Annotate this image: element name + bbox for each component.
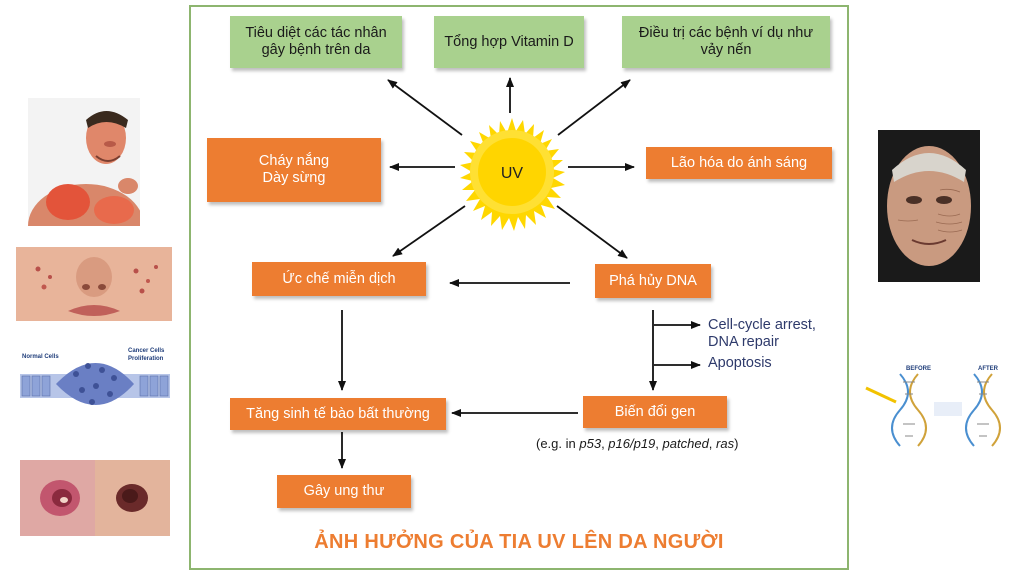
photo-photoaged-face [878,130,980,282]
arrow-uv-kill-pathogens [387,79,463,136]
illustration-cancer-cells: Normal Cells Cancer Cells Proliferation [16,344,174,426]
note-cell-cycle: Cell-cycle arrest, DNA repair [708,317,816,350]
box-cancer: Gây ung thư [277,475,411,508]
arrow-uv-treat-diseases [557,79,631,136]
box-dna-damage: Phá hủy DNA [595,264,711,298]
genes-caption: (e.g. in p53, p16/p19, patched, ras) [536,436,739,451]
illustration-dna-before-after: BEFORE AFTER [860,362,1012,460]
box-gene-mutation: Biến đổi gen [583,396,727,428]
label-normal-cells: Normal Cells [22,354,59,360]
label-cancer-cells: Cancer Cells [128,348,165,354]
arrow-uv-dna [556,205,628,259]
diagram-title: ẢNH HƯỞNG CỦA TIA UV LÊN DA NGƯỜI [314,531,724,553]
photo-skin-lesions [20,460,170,536]
box-vitamin-d: Tổng hợp Vitamin D [434,16,584,68]
box-sunburn: Cháy nắng Dày sừng [207,138,381,202]
box-treat-diseases: Điều trị các bệnh ví dụ như vảy nến [622,16,830,68]
box-kill-pathogens: Tiêu diệt các tác nhân gây bệnh trên da [230,16,402,68]
label-before: BEFORE [906,366,931,372]
label-proliferation: Proliferation [128,356,164,362]
box-abnormal-proliferation: Tăng sinh tế bào bất thường [230,398,446,430]
uv-sun-icon: UV [460,118,565,231]
uv-label: UV [501,165,524,182]
arrow-uv-immune [392,205,466,257]
label-after: AFTER [978,366,999,372]
photo-acne-face [16,247,172,321]
photo-sunburned-man [28,98,140,226]
box-immune-suppression: Ức chế miễn dịch [252,262,426,296]
box-photoaging: Lão hóa do ánh sáng [646,147,832,179]
note-apoptosis: Apoptosis [708,355,772,371]
